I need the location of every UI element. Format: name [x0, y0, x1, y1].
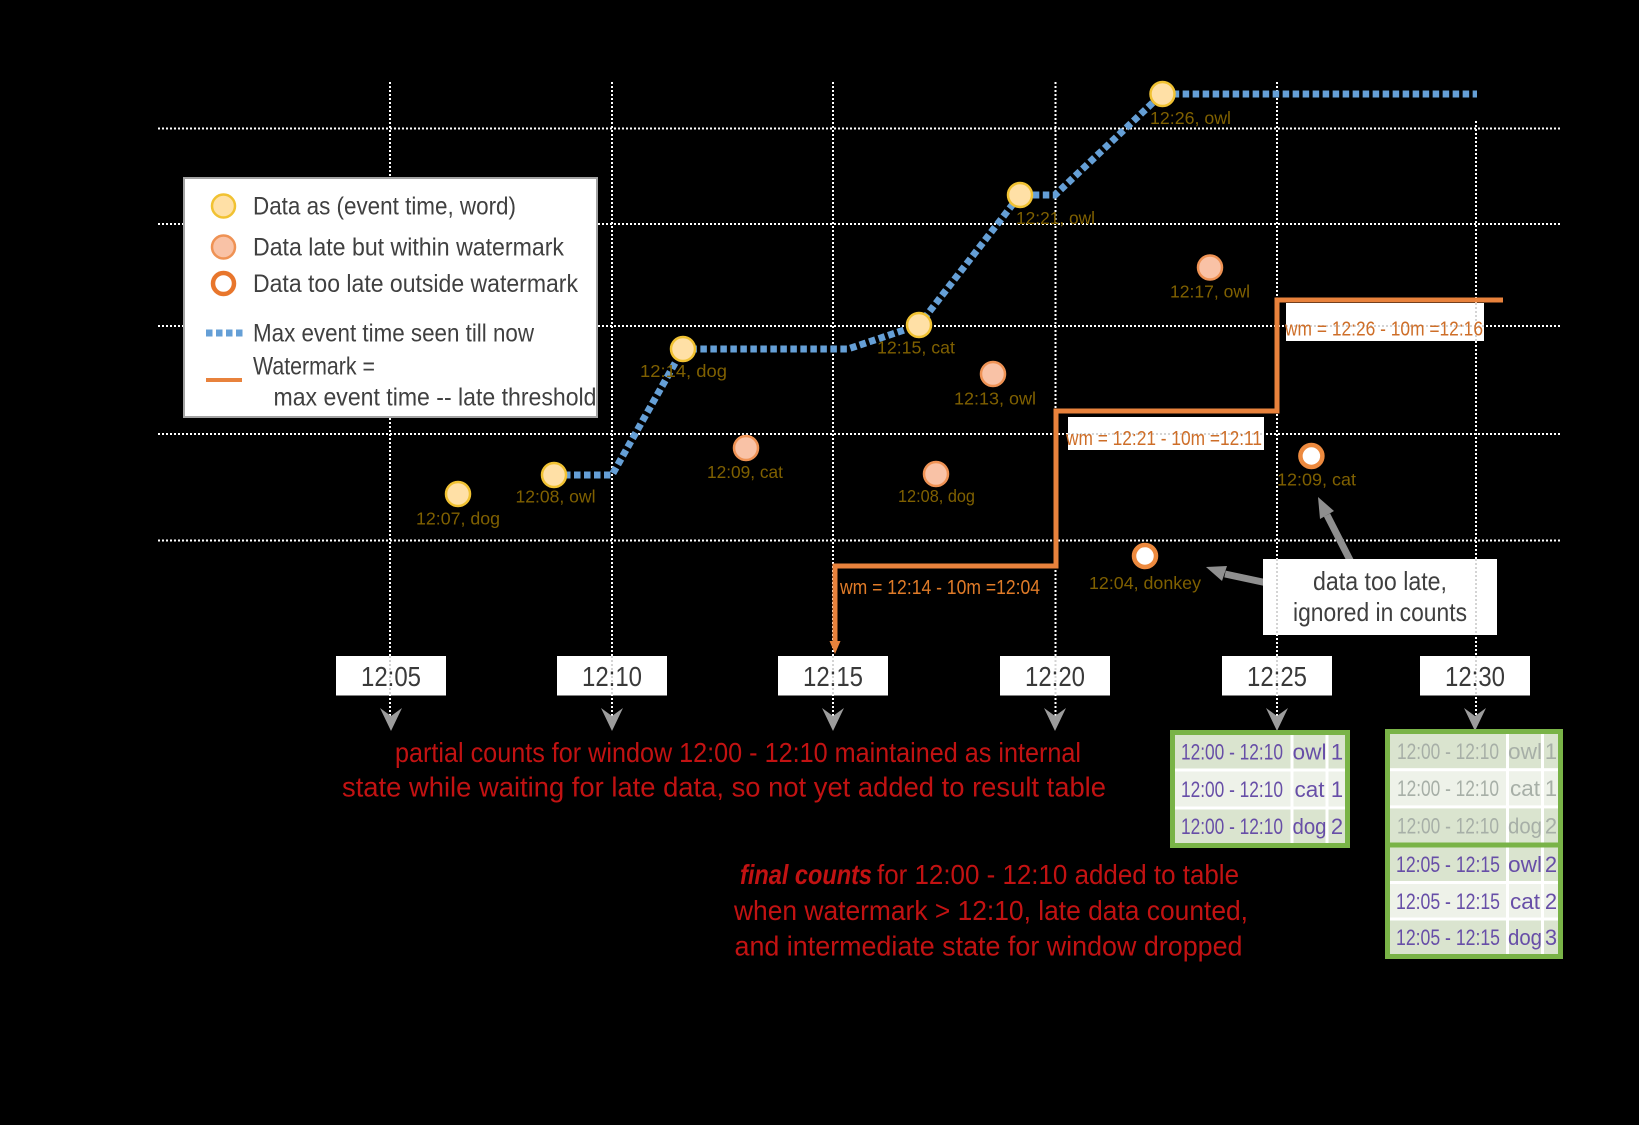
- svg-text:12:08, dog: 12:08, dog: [898, 486, 975, 506]
- svg-text:12:05 - 12:15: 12:05 - 12:15: [1396, 852, 1500, 877]
- svg-text:wm = 12:26 - 10m =12:16: wm = 12:26 - 10m =12:16: [1284, 319, 1483, 341]
- svg-text:2: 2: [1331, 814, 1343, 839]
- svg-text:12:14, dog: 12:14, dog: [640, 361, 727, 381]
- svg-text:1: 1: [1331, 777, 1343, 802]
- svg-text:12:08, owl: 12:08, owl: [516, 487, 596, 507]
- svg-text:12:00 - 12:10: 12:00 - 12:10: [1181, 814, 1283, 839]
- svg-text:cat: cat: [1510, 776, 1540, 801]
- svg-text:3: 3: [1545, 925, 1557, 950]
- svg-text:12:15: 12:15: [803, 661, 863, 692]
- svg-text:2: 2: [1545, 814, 1557, 839]
- svg-text:1: 1: [1545, 739, 1557, 764]
- svg-text:dog: dog: [1508, 925, 1542, 950]
- svg-text:Data late but within watermark: Data late but within watermark: [253, 234, 564, 262]
- svg-text:12:25: 12:25: [1247, 661, 1307, 692]
- svg-text:1: 1: [1331, 740, 1343, 765]
- svg-text:12:05: 12:05: [361, 661, 421, 692]
- svg-text:12:13, owl: 12:13, owl: [954, 389, 1036, 409]
- svg-text:dog: dog: [1508, 814, 1542, 839]
- svg-text:12:09, cat: 12:09, cat: [707, 462, 783, 482]
- svg-text:for 12:00 - 12:10 added to tab: for 12:00 - 12:10 added to table: [877, 859, 1239, 890]
- svg-text:2: 2: [1545, 889, 1557, 914]
- svg-text:12:20: 12:20: [1025, 661, 1085, 692]
- svg-text:cat: cat: [1295, 777, 1325, 802]
- svg-text:1: 1: [1545, 776, 1557, 801]
- svg-text:12:10: 12:10: [582, 661, 642, 692]
- svg-text:cat: cat: [1510, 889, 1540, 914]
- svg-text:partial counts for window 12:0: partial counts for window 12:00 - 12:10 …: [395, 737, 1081, 768]
- svg-text:owl: owl: [1508, 852, 1542, 877]
- svg-text:wm = 12:14 - 10m =12:04: wm = 12:14 - 10m =12:04: [839, 577, 1040, 599]
- svg-text:data too late,: data too late,: [1313, 566, 1447, 596]
- svg-text:12:04, donkey: 12:04, donkey: [1089, 573, 1201, 593]
- svg-text:max event time -- late thresho: max event time -- late threshold: [274, 384, 597, 412]
- svg-text:12:21, owl: 12:21, owl: [1016, 208, 1095, 228]
- svg-text:Data too late outside watermar: Data too late outside watermark: [253, 270, 578, 298]
- svg-text:final counts: final counts: [740, 859, 872, 890]
- svg-text:Watermark =: Watermark =: [253, 353, 375, 381]
- svg-text:12:05 - 12:15: 12:05 - 12:15: [1396, 925, 1500, 950]
- svg-text:ignored in counts: ignored in counts: [1293, 597, 1467, 627]
- svg-text:owl: owl: [1293, 740, 1327, 765]
- svg-text:12:00 - 12:10: 12:00 - 12:10: [1181, 740, 1283, 765]
- svg-text:12:26, owl: 12:26, owl: [1150, 108, 1231, 128]
- svg-text:12:00 - 12:10: 12:00 - 12:10: [1397, 776, 1499, 801]
- svg-text:12:00 - 12:10: 12:00 - 12:10: [1397, 739, 1499, 764]
- svg-text:12:30: 12:30: [1445, 661, 1505, 692]
- svg-text:12:05 - 12:15: 12:05 - 12:15: [1396, 889, 1500, 914]
- svg-text:wm = 12:21 - 10m =12:11: wm = 12:21 - 10m =12:11: [1065, 428, 1262, 450]
- svg-text:12:09, cat: 12:09, cat: [1277, 470, 1356, 490]
- svg-text:12:17, owl: 12:17, owl: [1170, 282, 1250, 302]
- svg-text:12:00 - 12:10: 12:00 - 12:10: [1397, 814, 1499, 839]
- svg-text:dog: dog: [1293, 814, 1327, 839]
- svg-text:when watermark > 12:10, late d: when watermark > 12:10, late data counte…: [733, 895, 1248, 926]
- svg-text:12:07, dog: 12:07, dog: [416, 509, 500, 529]
- svg-text:12:00 - 12:10: 12:00 - 12:10: [1181, 777, 1283, 802]
- svg-text:Data as (event time, word): Data as (event time, word): [253, 193, 516, 221]
- svg-text:12:15, cat: 12:15, cat: [877, 338, 955, 358]
- svg-text:owl: owl: [1508, 739, 1542, 764]
- svg-text:and intermediate state for win: and intermediate state for window droppe…: [735, 931, 1243, 962]
- svg-text:Max event time seen till now: Max event time seen till now: [253, 320, 535, 348]
- svg-text:2: 2: [1545, 852, 1557, 877]
- svg-text:state while waiting for late d: state while waiting for late data, so no…: [342, 772, 1106, 803]
